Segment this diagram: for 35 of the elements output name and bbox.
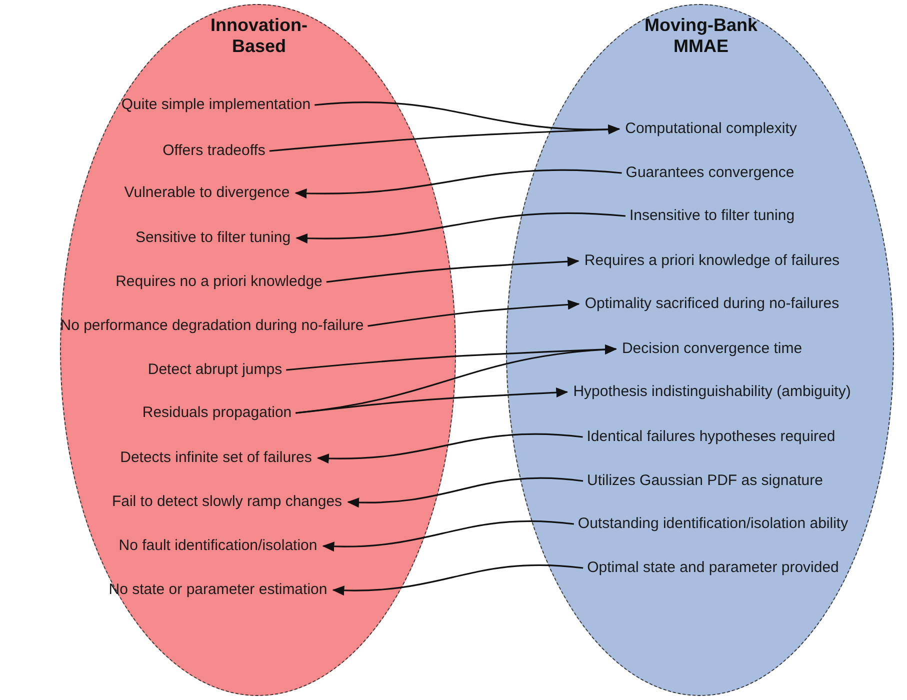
arrow — [296, 212, 626, 244]
item-text: Outstanding identification/isolation ability — [578, 515, 848, 533]
item-text: Optimal state and parameter provided — [587, 559, 839, 577]
item-text: Requires a priori knowledge of failures — [584, 252, 840, 270]
arrow — [294, 169, 622, 198]
group-heading: Moving-Bank MMAE — [643, 15, 758, 57]
arrow — [332, 564, 584, 596]
item-text: Requires no a priori knowledge — [116, 273, 322, 291]
arrow — [296, 388, 568, 414]
item-text: Insensitive to filter tuning — [629, 207, 795, 225]
arrow — [326, 256, 580, 283]
item-text: Sensitive to filter tuning — [135, 229, 291, 247]
item-text: Fail to detect slowly ramp changes — [112, 493, 342, 511]
item-text: Guarantees convergence — [626, 164, 794, 182]
arrow — [347, 477, 584, 508]
item-text: No performance degradation during no-failure — [60, 317, 364, 335]
item-text: Hypothesis indistinguishability (ambiguity) — [573, 383, 851, 401]
item-text: Quite simple implementation — [121, 96, 311, 114]
item-text: No state or parameter estimation — [108, 581, 328, 599]
arrow — [322, 520, 574, 552]
item-text: Decision convergence time — [622, 340, 802, 358]
item-text: Identical failures hypotheses required — [586, 428, 836, 446]
item-text: Utilizes Gaussian PDF as signature — [587, 472, 823, 490]
item-text: Detects infinite set of failures — [120, 449, 312, 467]
arrow — [368, 300, 580, 327]
item-text: Offers tradeoffs — [162, 142, 266, 160]
item-text: Residuals propagation — [142, 404, 292, 422]
item-text: Computational complexity — [625, 120, 797, 138]
arrow — [269, 124, 620, 152]
item-text: Vulnerable to divergence — [124, 184, 290, 202]
group-heading: Innovation-Based — [210, 15, 308, 57]
item-text: Detect abrupt jumps — [148, 361, 282, 379]
arrow — [316, 433, 583, 464]
item-text: No fault identification/isolation — [118, 537, 318, 555]
item-text: Optimality sacrificed during no-failures — [584, 295, 840, 313]
